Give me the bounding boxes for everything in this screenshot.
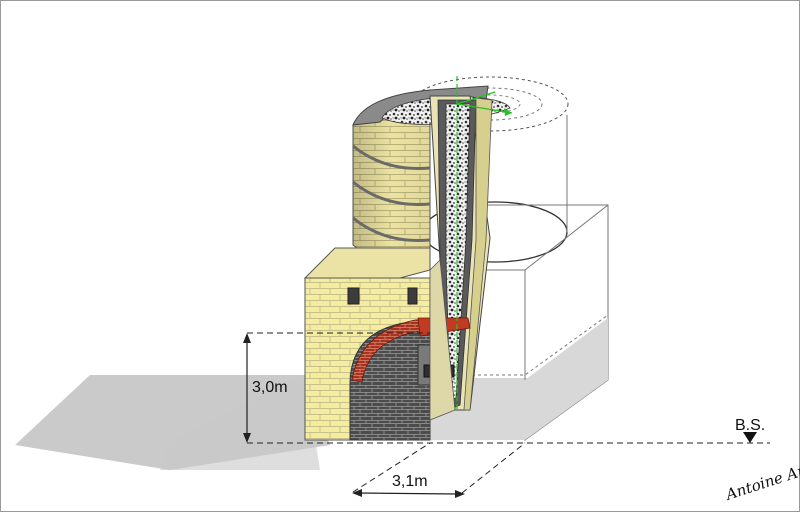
arrow-icon xyxy=(504,108,512,116)
chimney-axis xyxy=(456,76,513,410)
floor-slab xyxy=(430,318,608,440)
base-section-edge xyxy=(429,259,456,421)
width-label: 3,1m xyxy=(392,473,428,490)
vent-right xyxy=(407,287,418,305)
triangle-down-icon xyxy=(743,432,757,443)
height-dimension xyxy=(243,332,770,444)
height-label: 3,0m xyxy=(252,379,288,396)
vent-left xyxy=(347,287,360,305)
width-dimension xyxy=(352,442,526,498)
ground-level-label: B.S. xyxy=(735,417,765,434)
